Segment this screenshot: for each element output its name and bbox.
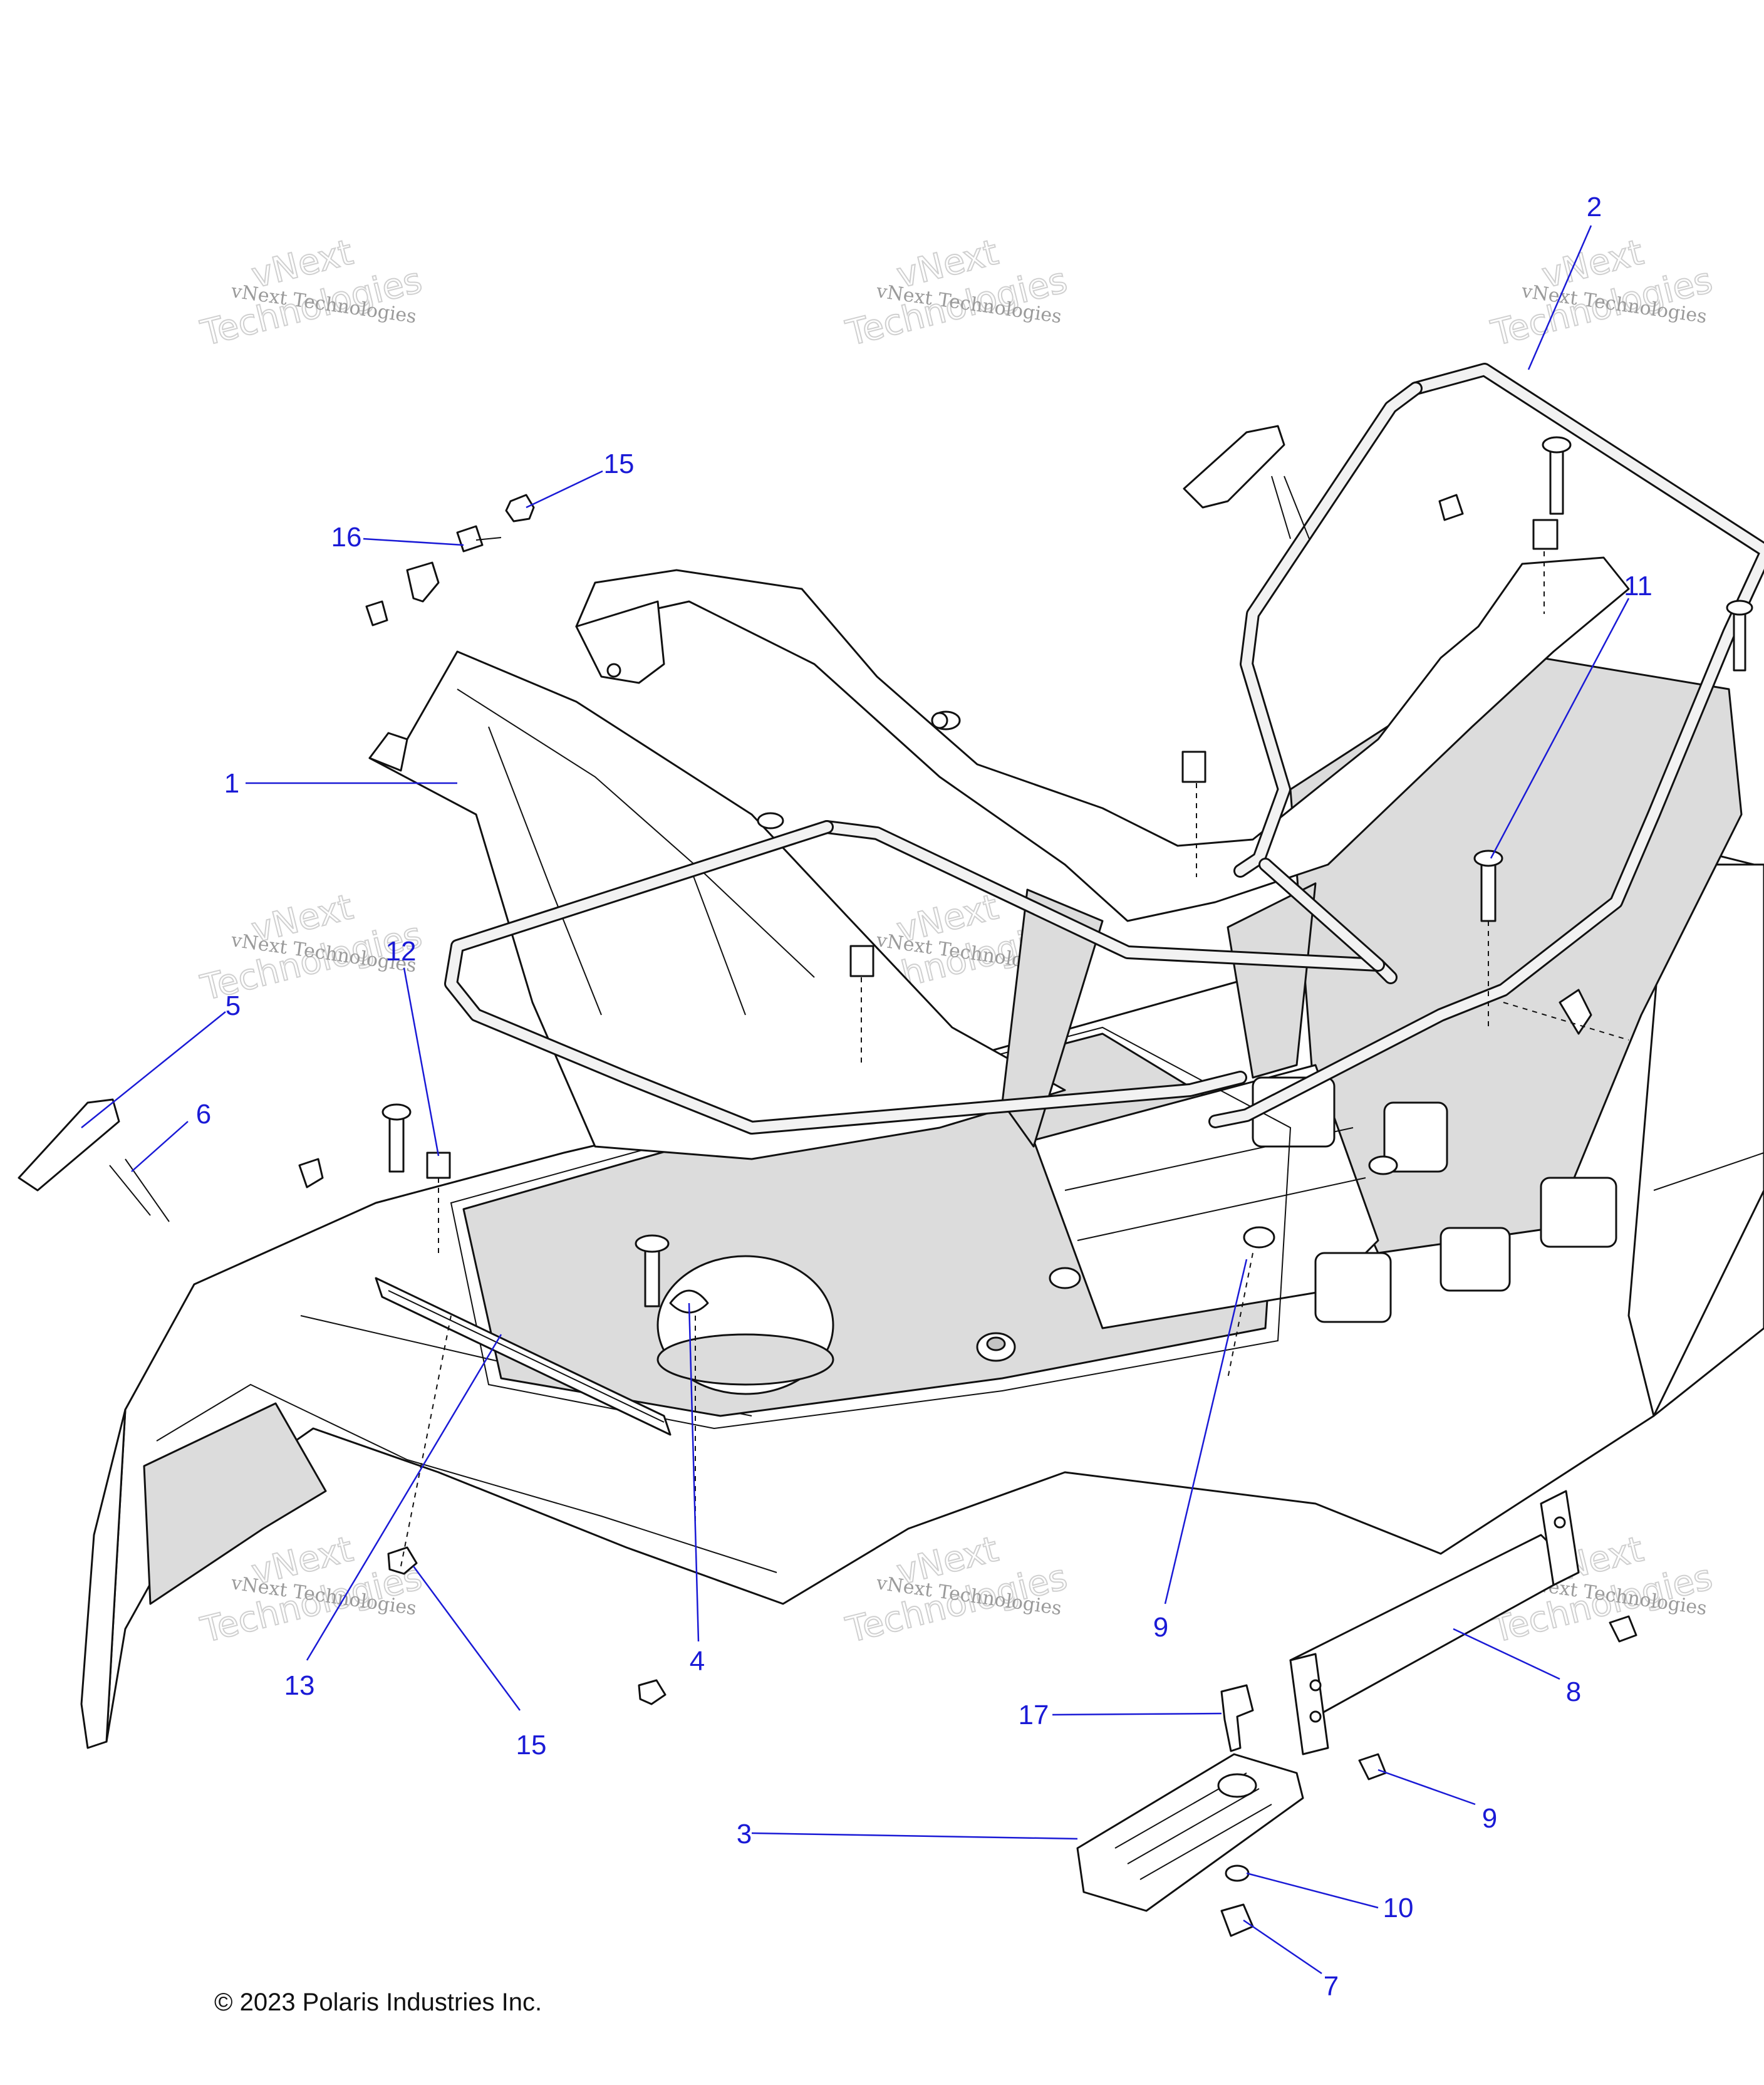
nut-icon — [365, 600, 388, 627]
callout-label-10: 10 — [1383, 1893, 1414, 1923]
callout-label-16: 16 — [331, 522, 362, 553]
rear-cab-body — [80, 650, 1764, 1749]
clip-icon — [1220, 1903, 1254, 1937]
watermark: vNext Technologies — [841, 231, 1072, 355]
copyright-notice: © 2023 Polaris Industries Inc. — [214, 1989, 542, 2016]
callout-label-2: 2 — [1587, 192, 1602, 222]
callout-label-15-bottom: 15 — [516, 1730, 547, 1760]
callout-label-4: 4 — [690, 1646, 705, 1677]
watermark: vNext Technologies — [1486, 231, 1717, 355]
part-8-bracket — [1289, 1490, 1637, 1755]
nut-icon — [1438, 494, 1464, 521]
bolt-icon — [456, 525, 484, 553]
bolt-icon — [406, 561, 440, 603]
key-icon — [1220, 1684, 1254, 1752]
callout-label-6: 6 — [196, 1099, 211, 1130]
fasteners — [18, 425, 1753, 1705]
callout-label-13: 13 — [284, 1670, 315, 1701]
callout-label-17: 17 — [1019, 1700, 1049, 1730]
washer-icon — [1225, 1864, 1250, 1882]
bolt-icon — [1609, 1615, 1637, 1643]
callout-label-9-upper: 9 — [1153, 1612, 1168, 1643]
screw-icon — [1358, 1753, 1387, 1781]
nut-icon — [387, 1546, 418, 1575]
latch-icon — [1183, 425, 1285, 509]
callout-label-7: 7 — [1324, 1971, 1339, 2002]
top-molding — [575, 556, 1630, 1148]
callout-label-5: 5 — [226, 991, 241, 1021]
watermark: vNext Technologies — [196, 231, 427, 355]
callout-label-9-lower: 9 — [1482, 1803, 1497, 1834]
nut-icon — [298, 1158, 324, 1188]
callout-label-12: 12 — [386, 936, 417, 967]
callout-label-15-top: 15 — [604, 449, 635, 479]
callout-label-8: 8 — [1566, 1677, 1581, 1707]
callout-label-1: 1 — [224, 768, 239, 799]
rear-rack-tubes — [444, 363, 1764, 1135]
part-1-panel — [368, 650, 1066, 1160]
nut-icon — [638, 1679, 667, 1705]
assembly-lines — [400, 551, 1629, 1567]
nut-icon — [505, 494, 535, 523]
callouts: 1 2 3 4 5 6 7 8 9 9 10 11 12 — [81, 192, 1652, 2002]
callout-label-3: 3 — [737, 1819, 752, 1849]
callout-label-11: 11 — [1624, 571, 1652, 601]
latch-icon — [18, 1098, 120, 1192]
